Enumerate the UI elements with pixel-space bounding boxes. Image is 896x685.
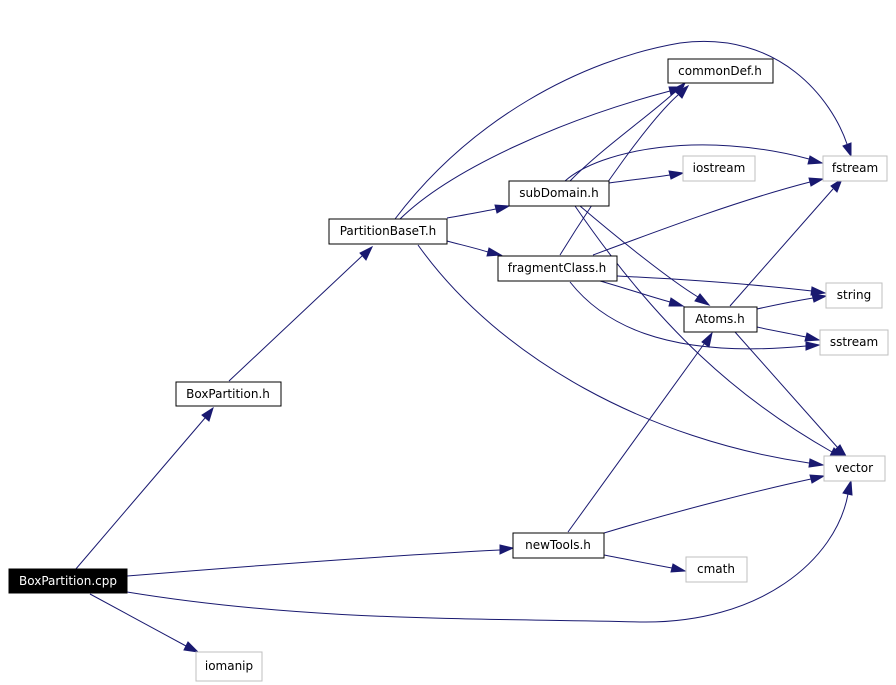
- node-iomanip[interactable]: iomanip: [195, 651, 263, 682]
- node-label: BoxPartition.cpp: [19, 574, 117, 588]
- edge-partitionbaset-h-to-fragmentclass-h: [446, 240, 503, 257]
- edge-fragmentclass-h-to-commondef-h: [559, 84, 690, 256]
- node-label: vector: [835, 461, 873, 475]
- node-label: iomanip: [205, 659, 253, 673]
- edge-subdomain-h-to-atoms-h: [579, 205, 711, 306]
- edge-boxpartition-cpp-to-boxpartition-h: [74, 406, 214, 571]
- edge-atoms-h-to-string: [756, 293, 828, 310]
- node-label: subDomain.h: [519, 186, 598, 200]
- node-label: string: [837, 288, 871, 302]
- node-label: fragmentClass.h: [508, 261, 607, 275]
- edge-partitionbaset-h-to-fstream: [394, 41, 852, 220]
- edge-subdomain-h-to-fstream: [564, 144, 824, 182]
- edge-fragmentclass-h-to-atoms-h: [599, 280, 685, 307]
- node-fstream[interactable]: fstream: [822, 155, 888, 182]
- node-fragmentclass-h[interactable]: fragmentClass.h: [497, 255, 618, 282]
- node-commondef-h[interactable]: commonDef.h: [667, 58, 774, 84]
- edge-subdomain-h-to-iostream: [608, 170, 685, 184]
- node-atoms-h[interactable]: Atoms.h: [683, 306, 758, 333]
- node-partitionbaset-h[interactable]: PartitionBaseT.h: [328, 218, 448, 245]
- node-vector[interactable]: vector: [823, 455, 886, 482]
- edge-partitionbaset-h-to-subdomain-h: [446, 204, 511, 219]
- node-label: PartitionBaseT.h: [340, 224, 437, 238]
- node-string[interactable]: string: [825, 282, 883, 309]
- node-subdomain-h[interactable]: subDomain.h: [508, 180, 610, 207]
- node-label: fstream: [832, 161, 878, 175]
- node-cmath[interactable]: cmath: [685, 556, 748, 583]
- node-boxpartition-h[interactable]: BoxPartition.h: [175, 381, 282, 407]
- node-label: commonDef.h: [678, 64, 762, 78]
- node-boxpartition-cpp[interactable]: BoxPartition.cpp: [8, 568, 128, 594]
- edge-atoms-h-to-fstream: [729, 177, 844, 307]
- edge-boxpartition-cpp-to-vector: [126, 479, 853, 623]
- node-label: sstream: [830, 335, 878, 349]
- edge-fragmentclass-h-to-string: [616, 275, 827, 296]
- edge-fragmentclass-h-to-sstream: [569, 281, 821, 351]
- edge-newtools-h-to-atoms-h: [567, 331, 713, 533]
- node-iostream[interactable]: iostream: [682, 155, 756, 182]
- edge-partitionbaset-h-to-vector: [417, 244, 825, 468]
- edge-newtools-h-to-cmath: [603, 554, 687, 573]
- edge-fragmentclass-h-to-fstream: [592, 177, 825, 256]
- node-label: iostream: [693, 161, 746, 175]
- node-label: newTools.h: [525, 538, 591, 552]
- edge-atoms-h-to-vector: [734, 331, 849, 460]
- edge-boxpartition-cpp-to-iomanip: [89, 593, 200, 653]
- node-sstream[interactable]: sstream: [819, 329, 889, 356]
- edge-newtools-h-to-vector: [603, 474, 826, 534]
- edge-atoms-h-to-sstream: [756, 326, 821, 342]
- node-newtools-h[interactable]: newTools.h: [512, 532, 605, 559]
- node-label: cmath: [697, 562, 735, 576]
- node-label: Atoms.h: [695, 312, 744, 326]
- edge-boxpartition-cpp-to-newtools-h: [126, 544, 515, 577]
- dependency-edges: [74, 41, 853, 653]
- dependency-nodes: BoxPartition.cpp BoxPartition.h Partitio…: [8, 58, 889, 682]
- node-label: BoxPartition.h: [186, 387, 270, 401]
- edge-boxpartition-h-to-partitionbaset-h: [228, 245, 374, 382]
